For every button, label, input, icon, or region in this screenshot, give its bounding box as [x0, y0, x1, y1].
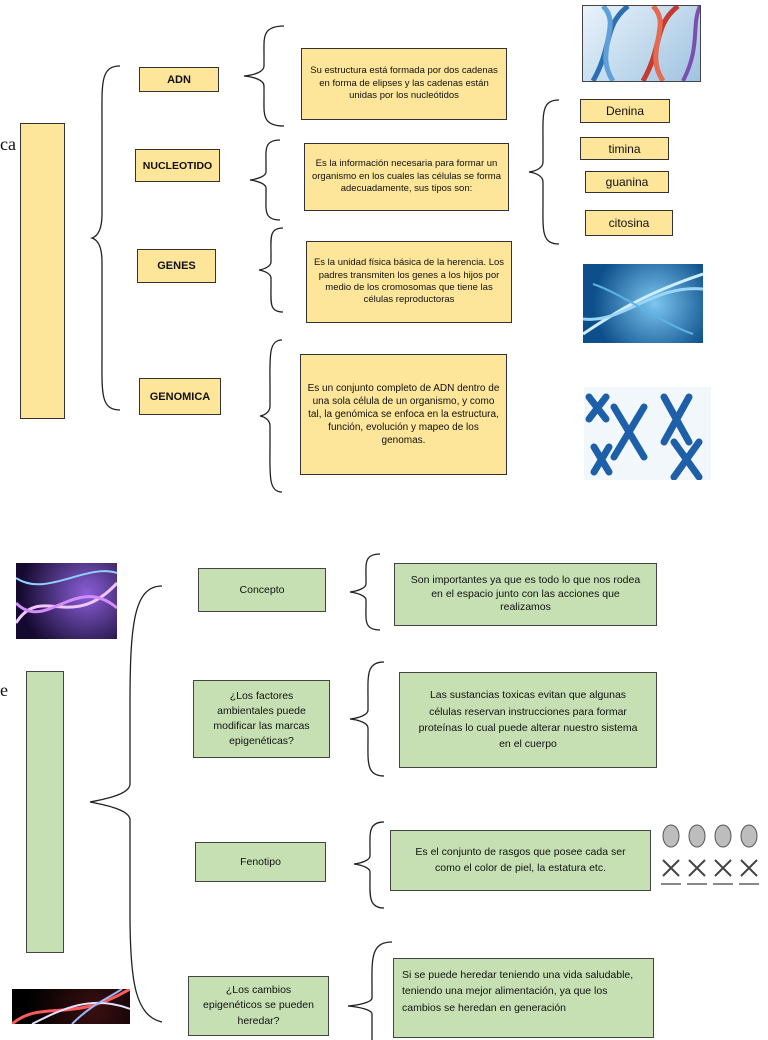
glowing-dna-image — [16, 563, 117, 639]
term-genomica: GENOMICA — [139, 378, 221, 415]
term-factores-ambientales: ¿Los factores ambientales puede modifica… — [193, 680, 330, 758]
nucleotido-description: Es la información necesaria para formar … — [304, 143, 509, 211]
cambios-bracket — [347, 941, 393, 1040]
phenotype-flies-image — [659, 822, 765, 890]
main-bracket-2 — [89, 585, 163, 1023]
genomica-description: Es un conjunto completo de ADN dentro de… — [300, 354, 507, 475]
main-topic-box — [20, 123, 65, 419]
genomica-bracket — [259, 339, 283, 493]
bases-bracket — [528, 99, 560, 245]
term-adn: ADN — [139, 67, 219, 92]
term-fenotipo: Fenotipo — [195, 842, 326, 882]
chromosomes-image — [584, 387, 711, 480]
dna-helix-image — [582, 5, 701, 82]
nucleotido-bracket — [249, 139, 281, 221]
genes-bracket — [258, 227, 284, 313]
factores-description: Las sustancias toxicas evitan que alguna… — [399, 672, 657, 768]
genes-description: Es la unidad física básica de la herenci… — [306, 241, 512, 323]
concepto-description: Son importantes ya que es todo lo que no… — [394, 563, 657, 626]
base-denina: Denina — [580, 99, 670, 123]
term-genes: GENES — [137, 249, 216, 283]
base-timina: timina — [580, 137, 669, 160]
main-topic-box-2 — [26, 671, 64, 953]
fenotipo-description: Es el conjunto de rasgos que posee cada … — [390, 830, 651, 891]
term-concepto: Concepto — [198, 568, 326, 612]
adn-description: Su estructura está formada por dos caden… — [301, 48, 507, 120]
dna-strand-image — [12, 989, 130, 1024]
cut-off-title-fragment: ca — [0, 134, 16, 154]
adn-bracket — [243, 25, 285, 127]
cambios-description: Si se puede heredar teniendo una vida sa… — [393, 958, 654, 1038]
fenotipo-bracket — [353, 821, 385, 909]
blue-dna-image — [583, 264, 703, 343]
cut-off-title-fragment-2: e — [0, 680, 8, 700]
base-guanina: guanina — [585, 171, 669, 193]
factores-bracket — [349, 661, 385, 777]
term-nucleotido: NUCLEOTIDO — [135, 149, 220, 182]
term-cambios-epigeneticos: ¿Los cambios epigenéticos se pueden here… — [188, 976, 329, 1036]
concepto-bracket — [349, 553, 381, 631]
main-bracket — [89, 65, 121, 411]
base-citosina: citosina — [585, 210, 673, 236]
